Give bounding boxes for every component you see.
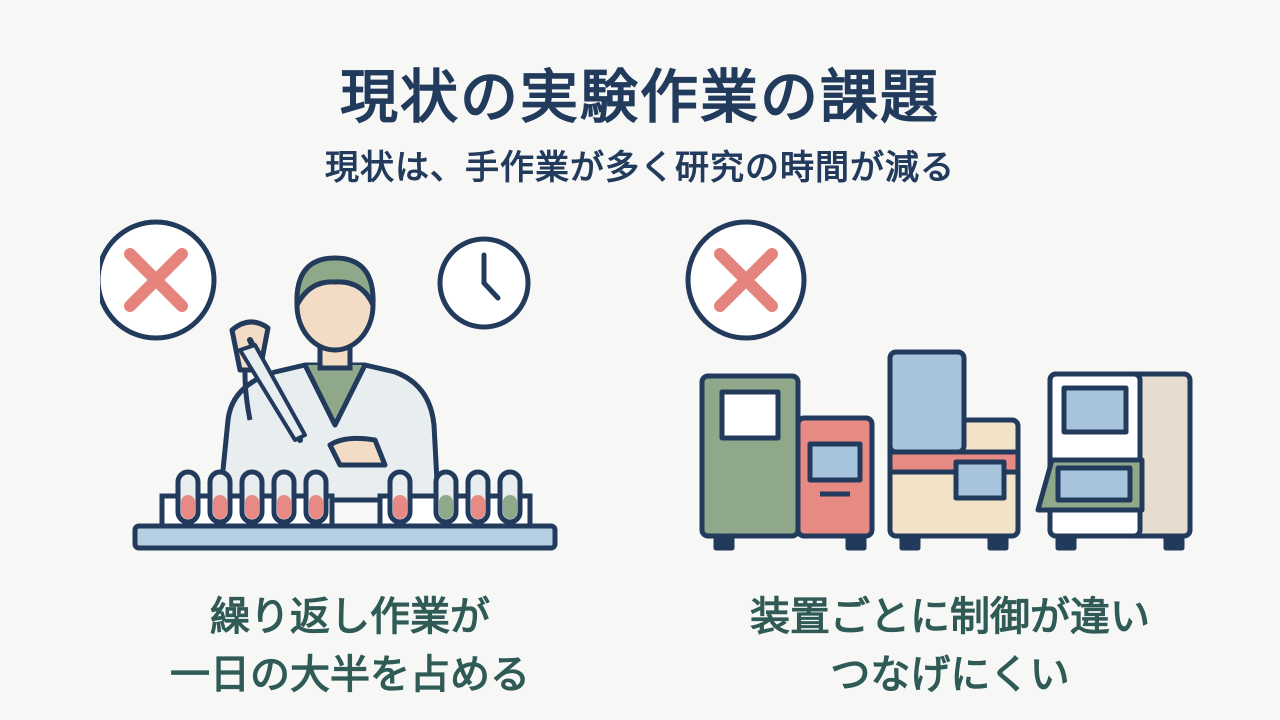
clock-icon: [437, 236, 531, 330]
manual-work-panel: [100, 210, 580, 560]
x-mark-icon: [685, 219, 807, 341]
caption-line: 装置ごとに制御が違い: [750, 594, 1150, 640]
instrument-3: [1035, 371, 1193, 551]
instrument-2: [887, 349, 1021, 551]
caption-line: 繰り返し作業が: [210, 594, 490, 640]
x-mark-icon: [100, 219, 217, 341]
scientist-figure: [217, 255, 441, 503]
scientist-illustration: [100, 219, 558, 551]
test-tube-rack: [132, 469, 558, 551]
instruments-illustration: [685, 219, 1193, 551]
instrument-1: [699, 373, 875, 551]
caption-line: つなげにくい: [830, 652, 1070, 698]
caption-line: 一日の大半を占める: [170, 652, 530, 698]
instruments-panel: [680, 210, 1210, 560]
instruments-caption: 装置ごとに制御が違い つなげにくい: [690, 588, 1210, 704]
page-title: 現状の実験作業の課題: [339, 63, 940, 131]
page-subtitle: 現状は、手作業が多く研究の時間が減る: [325, 148, 955, 188]
manual-work-caption: 繰り返し作業が 一日の大半を占める: [90, 588, 610, 704]
